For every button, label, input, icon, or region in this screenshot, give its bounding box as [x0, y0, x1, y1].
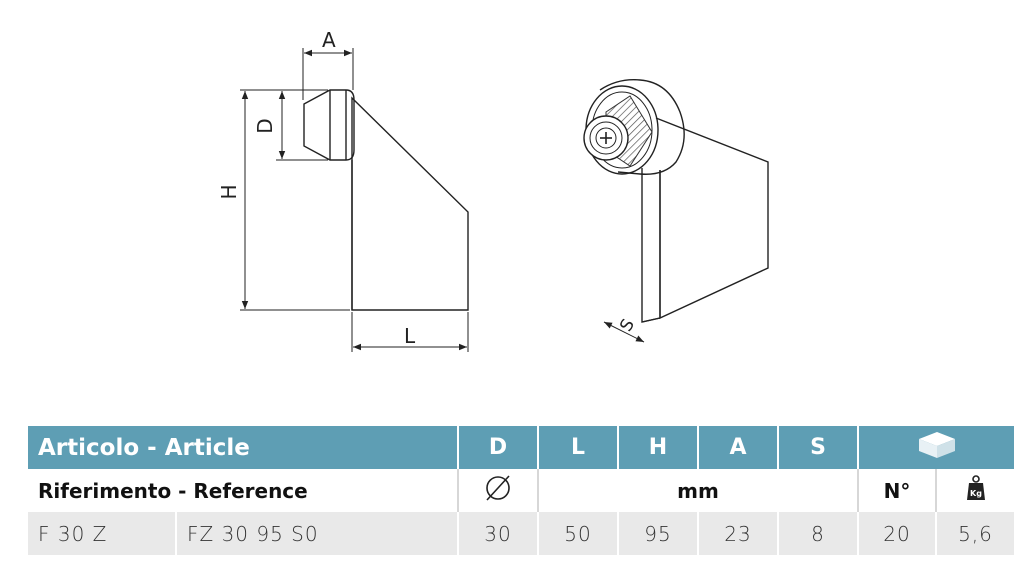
technical-drawing: A D H L S	[217, 28, 769, 352]
header-packaging	[858, 426, 1014, 469]
table-subheader-row: Riferimento - Reference mm N° Kg	[28, 469, 1014, 512]
label-s: S	[616, 316, 639, 335]
table-header-row: Articolo - Article D L H A S	[28, 426, 1014, 469]
cell-n: 20	[858, 512, 937, 555]
subheader-diameter	[458, 469, 539, 512]
label-l: L	[404, 324, 416, 348]
subheader-units: mm	[538, 469, 859, 512]
cell-a: 23	[698, 512, 779, 555]
box-icon	[918, 431, 955, 458]
cell-h: 95	[618, 512, 699, 555]
label-d: D	[253, 118, 277, 133]
svg-text:Kg: Kg	[970, 489, 982, 498]
cell-article: F 30 Z	[28, 512, 177, 555]
header-col-d: D	[458, 426, 539, 469]
kg-weight-icon: Kg	[966, 475, 985, 500]
header-col-h: H	[618, 426, 699, 469]
subheader-reference: Riferimento - Reference	[28, 469, 459, 512]
dim-s-line	[603, 321, 645, 343]
cell-s: 8	[778, 512, 859, 555]
isometric-view	[583, 79, 769, 343]
header-col-a: A	[698, 426, 779, 469]
cell-l: 50	[538, 512, 619, 555]
header-article: Articolo - Article	[28, 426, 459, 469]
spec-table: Articolo - Article D L H A S Riferimento…	[28, 426, 1014, 555]
diameter-icon	[486, 475, 510, 501]
header-col-s: S	[778, 426, 859, 469]
header-col-l: L	[538, 426, 619, 469]
stopper-body	[599, 79, 685, 175]
label-h: H	[217, 184, 241, 199]
front-view	[240, 48, 469, 352]
plate-face	[655, 117, 769, 320]
cell-d: 30	[458, 512, 539, 555]
subheader-weight: Kg	[936, 469, 1014, 512]
label-a: A	[322, 28, 336, 52]
subheader-count: N°	[858, 469, 937, 512]
table-row: F 30 Z FZ 30 95 S0 30 50 95 23 8 20 5,6	[28, 512, 1014, 555]
cell-reference: FZ 30 95 S0	[176, 512, 459, 555]
plate-outline	[351, 96, 469, 311]
cell-kg: 5,6	[936, 512, 1014, 555]
